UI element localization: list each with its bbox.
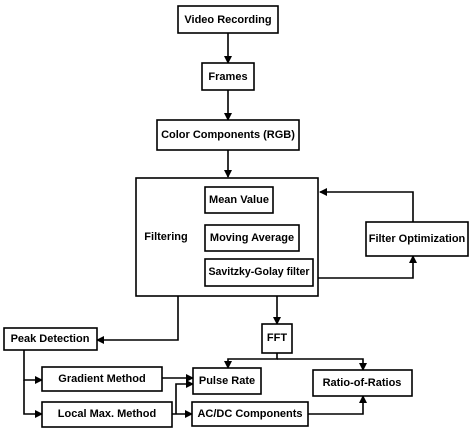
node-label-local-max-method: Local Max. Method	[58, 408, 156, 420]
node-label-color-components: Color Components (RGB)	[161, 129, 295, 141]
node-gradient-method: Gradient Method	[41, 366, 163, 392]
node-label-gradient-method: Gradient Method	[58, 373, 145, 385]
node-ratio-of-ratios: Ratio-of-Ratios	[312, 369, 413, 397]
node-label-ratio-of-ratios: Ratio-of-Ratios	[323, 377, 402, 389]
edge-fft-to-ratio	[277, 358, 367, 371]
node-color-components: Color Components (RGB)	[156, 119, 300, 151]
edge-optimization-to-filtering	[319, 188, 414, 222]
node-label-pulse-rate: Pulse Rate	[199, 375, 255, 387]
node-savitzky-golay: Savitzky-Golay filter	[204, 258, 314, 287]
node-ac-dc-components: AC/DC Components	[191, 401, 309, 427]
node-label-frames: Frames	[208, 71, 247, 83]
node-local-max-method: Local Max. Method	[41, 401, 173, 428]
edge-filtering-to-peak	[96, 296, 179, 344]
edge-acdc-to-ratio	[308, 395, 367, 415]
edge-localmax-to-pulse	[175, 380, 194, 414]
edges	[23, 33, 417, 418]
node-label-peak-detection: Peak Detection	[11, 333, 90, 345]
node-fft: FFT	[261, 323, 293, 354]
node-label-savitzky-golay: Savitzky-Golay filter	[209, 266, 311, 278]
edge-fft-to-pulse	[224, 353, 278, 369]
node-video-recording: Video Recording	[177, 5, 279, 34]
node-pulse-rate: Pulse Rate	[192, 367, 262, 395]
node-peak-detection: Peak Detection	[3, 327, 98, 351]
node-filter-optimization: Filter Optimization	[365, 221, 469, 257]
edge-peak-to-gradient	[23, 350, 43, 384]
node-label-mean-value: Mean Value	[209, 194, 269, 206]
node-label-ac-dc-components: AC/DC Components	[197, 408, 302, 420]
node-label-moving-average: Moving Average	[210, 232, 294, 244]
edge-peak-to-localmax	[23, 380, 43, 418]
node-label-video-recording: Video Recording	[184, 14, 271, 26]
node-label-fft: FFT	[267, 332, 287, 344]
edge-filtering-to-optimization	[318, 255, 417, 279]
node-label-filter-optimization: Filter Optimization	[369, 233, 466, 245]
node-moving-average: Moving Average	[204, 224, 300, 252]
node-mean-value: Mean Value	[204, 186, 274, 214]
node-frames: Frames	[201, 62, 255, 91]
node-label-filtering: Filtering	[144, 231, 187, 243]
